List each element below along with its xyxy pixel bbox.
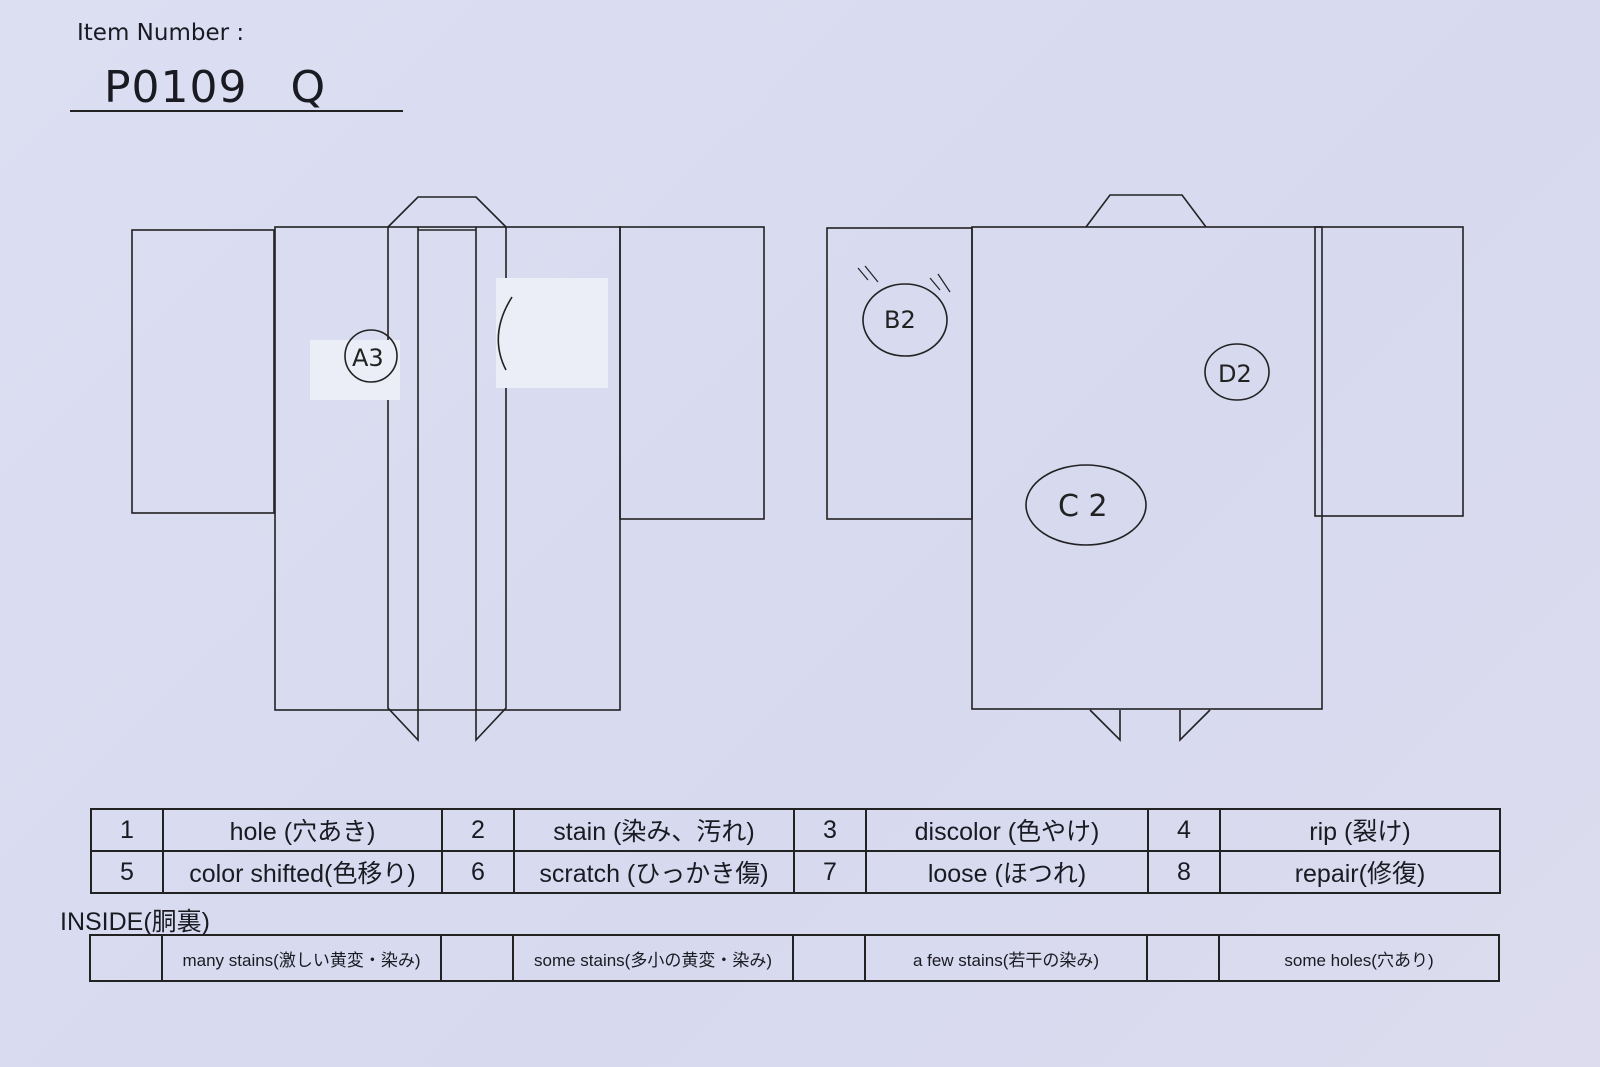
inside-condition-table: many stains(激しい黄変・染み) some stains(多小の黄変・…	[89, 934, 1500, 982]
legend-row: 5 color shifted(色移り) 6 scratch (ひっかき傷) 7…	[90, 850, 1501, 894]
back-bottom-tabs	[1089, 709, 1211, 742]
annotation-d2: D2	[1218, 360, 1252, 388]
inside-row: many stains(激しい黄変・染み) some stains(多小の黄変・…	[89, 934, 1500, 982]
annotation-circle	[1204, 343, 1270, 401]
inside-checkbox-cell[interactable]	[89, 934, 163, 982]
legend-num: 8	[1147, 850, 1221, 894]
legend-label: rip (裂け)	[1219, 808, 1501, 852]
front-view-diagram: A3	[131, 196, 765, 743]
legend-label: repair(修復)	[1219, 850, 1501, 894]
annotation-circle	[344, 329, 398, 383]
legend-label: scratch (ひっかき傷)	[513, 850, 795, 894]
annotation-a3: A3	[352, 344, 384, 372]
front-collar-strips	[387, 227, 507, 743]
inside-checkbox-cell[interactable]	[440, 934, 514, 982]
back-body	[971, 226, 1323, 710]
inside-checkbox-cell[interactable]	[1146, 934, 1220, 982]
inside-option: a few stains(若干の染み)	[864, 934, 1148, 982]
annotation-circle	[1025, 464, 1147, 546]
legend-num: 2	[441, 808, 515, 852]
inside-heading: INSIDE(胴裏)	[60, 908, 211, 936]
legend-label: loose (ほつれ)	[865, 850, 1149, 894]
back-collar	[1085, 194, 1207, 228]
inside-option: some holes(穴あり)	[1218, 934, 1500, 982]
item-number-underline	[70, 110, 403, 112]
tape-patch	[496, 278, 608, 388]
legend-label: stain (染み、汚れ)	[513, 808, 795, 852]
legend-label: hole (穴あき)	[162, 808, 443, 852]
back-right-sleeve	[1314, 226, 1464, 517]
damage-legend-table: 1 hole (穴あき) 2 stain (染み、汚れ) 3 discolor …	[90, 808, 1501, 894]
inside-option: some stains(多小の黄変・染み)	[512, 934, 794, 982]
legend-row: 1 hole (穴あき) 2 stain (染み、汚れ) 3 discolor …	[90, 808, 1501, 852]
inside-checkbox-cell[interactable]	[792, 934, 866, 982]
front-right-sleeve	[619, 226, 765, 520]
inside-option: many stains(激しい黄変・染み)	[161, 934, 442, 982]
legend-num: 7	[793, 850, 867, 894]
back-view-diagram: B2 D2 C 2	[826, 194, 1464, 742]
legend-num: 5	[90, 850, 164, 894]
item-number-label: Item Number :	[77, 20, 245, 46]
legend-label: discolor (色やけ)	[865, 808, 1149, 852]
annotation-c2: C 2	[1058, 489, 1108, 524]
annotation-circle	[862, 283, 948, 357]
legend-num: 4	[1147, 808, 1221, 852]
legend-num: 3	[793, 808, 867, 852]
front-collar-top	[387, 196, 507, 228]
legend-label: color shifted(色移り)	[162, 850, 443, 894]
legend-num: 1	[90, 808, 164, 852]
legend-num: 6	[441, 850, 515, 894]
item-number-value: P0109 Q	[104, 62, 327, 113]
front-left-sleeve	[131, 229, 275, 514]
back-left-sleeve	[826, 227, 973, 520]
annotation-b2: B2	[884, 306, 916, 334]
tape-patch	[310, 340, 400, 400]
